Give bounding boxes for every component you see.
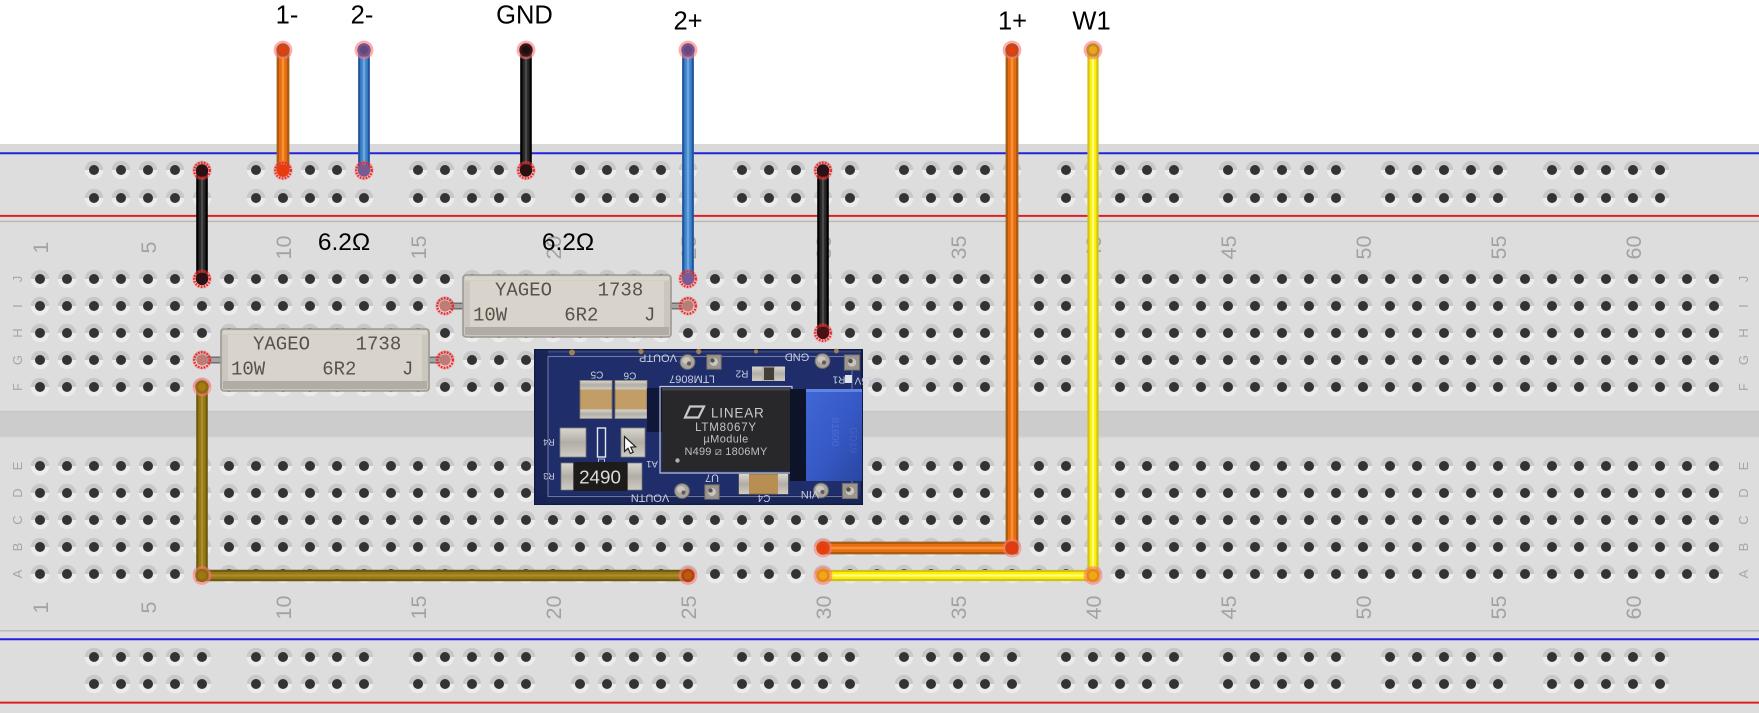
svg-text:E: E [1736,461,1751,470]
svg-text:45: 45 [1217,236,1241,260]
svg-text:VOUTP: VOUTP [639,352,677,364]
svg-text:R2: R2 [735,368,748,379]
svg-text:35: 35 [947,236,971,260]
svg-text:81600: 81600 [829,417,841,446]
svg-text:D: D [1736,488,1751,497]
svg-text:H: H [10,328,25,337]
svg-text:10: 10 [272,596,296,620]
svg-text:R1: R1 [832,374,845,385]
svg-text:YAGEO 1738: YAGEO 1738 [495,280,643,302]
svg-text:VOUTN: VOUTN [631,492,670,504]
svg-text:1-: 1- [276,2,299,30]
svg-text:C6: C6 [623,370,636,381]
svg-text:55: 55 [1487,596,1511,620]
svg-text:B: B [10,543,25,552]
svg-text:A: A [1736,569,1751,578]
svg-text:5: 5 [137,241,161,253]
svg-text:D: D [10,488,25,497]
svg-text:1+: 1+ [998,7,1027,35]
svg-text:R3: R3 [543,471,555,481]
svg-text:R4: R4 [543,437,555,447]
svg-text:I: I [10,304,25,308]
svg-text:GND: GND [496,2,553,30]
svg-text:J: J [10,276,25,283]
svg-text:2+: 2+ [673,7,702,35]
svg-text:µModule: µModule [703,434,748,446]
svg-text:60: 60 [1622,596,1646,620]
svg-text:25: 25 [677,596,701,620]
svg-text:45: 45 [1217,596,1241,620]
svg-text:E: E [10,461,25,470]
svg-text:15: 15 [407,596,431,620]
svg-text:2490: 2490 [579,467,621,488]
svg-text:6.2Ω: 6.2Ω [318,229,370,256]
svg-text:50: 50 [1352,236,1376,260]
svg-text:C: C [1736,515,1751,524]
svg-text:W1: W1 [1072,7,1110,35]
svg-text:J: J [1736,276,1751,283]
svg-text:I: I [1736,304,1751,308]
svg-text:1: 1 [29,242,53,254]
svg-text:G: G [1736,355,1751,365]
svg-text:C4: C4 [757,492,770,503]
svg-text:N499 ⧄ 1806MY: N499 ⧄ 1806MY [685,446,768,458]
svg-text:35: 35 [947,596,971,620]
svg-text:GND: GND [785,351,810,363]
svg-text:10W 6R2 J: 10W 6R2 J [231,359,413,381]
svg-text:U7: U7 [705,472,719,484]
svg-text:5: 5 [137,601,161,613]
svg-text:15V: 15V [854,375,872,386]
svg-text:F: F [10,383,25,391]
svg-text:2-: 2- [351,2,374,30]
svg-text:10: 10 [272,236,296,260]
svg-text:H: H [1736,328,1751,337]
svg-text:C: C [10,515,25,524]
svg-text:55: 55 [1487,236,1511,260]
svg-text:40: 40 [1082,596,1106,620]
svg-text:G: G [10,355,25,365]
svg-text:A: A [10,569,25,578]
svg-text:LTM8067Y: LTM8067Y [695,422,757,434]
svg-text:20: 20 [542,596,566,620]
svg-text:1: 1 [29,602,53,614]
svg-text:LTM8067: LTM8067 [669,373,715,385]
svg-text:A1: A1 [646,458,658,469]
svg-text:YAGEO 1738: YAGEO 1738 [253,334,401,356]
svg-text:20: 20 [542,236,566,260]
svg-text:GD19: GD19 [847,427,858,454]
svg-text:VIN: VIN [801,488,819,500]
svg-text:B: B [1736,543,1751,552]
svg-text:10W 6R2 J: 10W 6R2 J [473,305,655,327]
svg-text:60: 60 [1622,236,1646,260]
svg-text:C5: C5 [590,369,603,380]
svg-text:LINEAR: LINEAR [711,406,765,421]
svg-text:50: 50 [1352,596,1376,620]
svg-text:6.2Ω: 6.2Ω [542,229,594,256]
svg-text:F: F [1736,383,1751,391]
svg-text:15: 15 [407,236,431,260]
svg-text:30: 30 [812,596,836,620]
